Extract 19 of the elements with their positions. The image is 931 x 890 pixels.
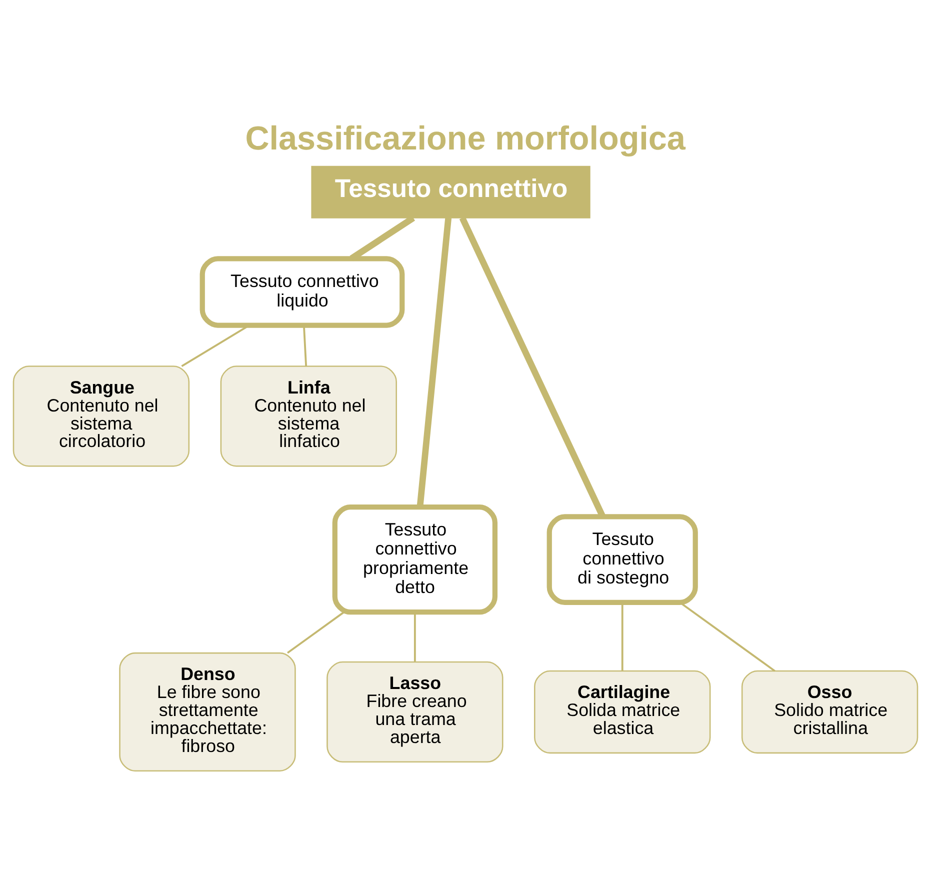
node-box: Denso Le fibre sono strettamente impacchettate: fibroso (119, 652, 296, 772)
node-box: Tessuto connettivo di sostegno (546, 514, 698, 606)
connector (416, 218, 452, 508)
node-box: Osso Solido matrice cristallina (741, 670, 918, 754)
node-box: Linfa Contenuto nel sistema linfatico (220, 366, 397, 467)
connector (181, 324, 250, 368)
node-box: Cartilagine Solida matrice elastica (534, 670, 711, 754)
connector (680, 602, 776, 672)
node-box: Lasso Fibre creano una trama aperta (326, 661, 504, 763)
node-box: Tessuto connettivo liquido (200, 256, 405, 328)
node-box: Tessuto connettivo propriamente detto (332, 504, 498, 615)
connector (621, 602, 624, 671)
connector (286, 612, 344, 654)
diagram-title: Classificazione morfologica (245, 120, 686, 158)
node-box: Tessuto connettivo (311, 166, 590, 218)
node-box: Sangue Contenuto nel sistema circolatorio (12, 366, 190, 467)
connector (414, 612, 416, 662)
connector (303, 326, 308, 366)
connector (350, 215, 416, 262)
